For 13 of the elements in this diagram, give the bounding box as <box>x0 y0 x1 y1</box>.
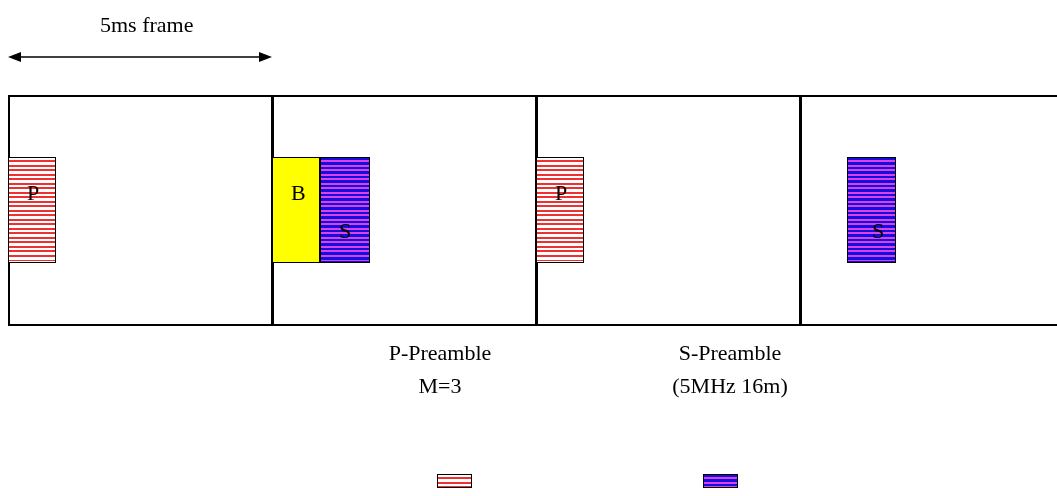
frame-box <box>8 95 273 326</box>
frame-box <box>536 95 801 326</box>
dimension-label: 5ms frame <box>100 14 194 36</box>
preamble-block <box>8 157 56 263</box>
preamble-block <box>847 157 896 263</box>
broadcast-block <box>272 157 320 263</box>
preamble-block <box>536 157 584 263</box>
preamble-block <box>320 157 370 263</box>
frame-box <box>272 95 537 326</box>
block-label: B <box>291 182 306 204</box>
legend-label: S-Preamble (5MHz 16m) <box>671 339 789 400</box>
legend-label: P-Preamble M=3 <box>387 339 493 400</box>
frame-box <box>800 95 1057 326</box>
